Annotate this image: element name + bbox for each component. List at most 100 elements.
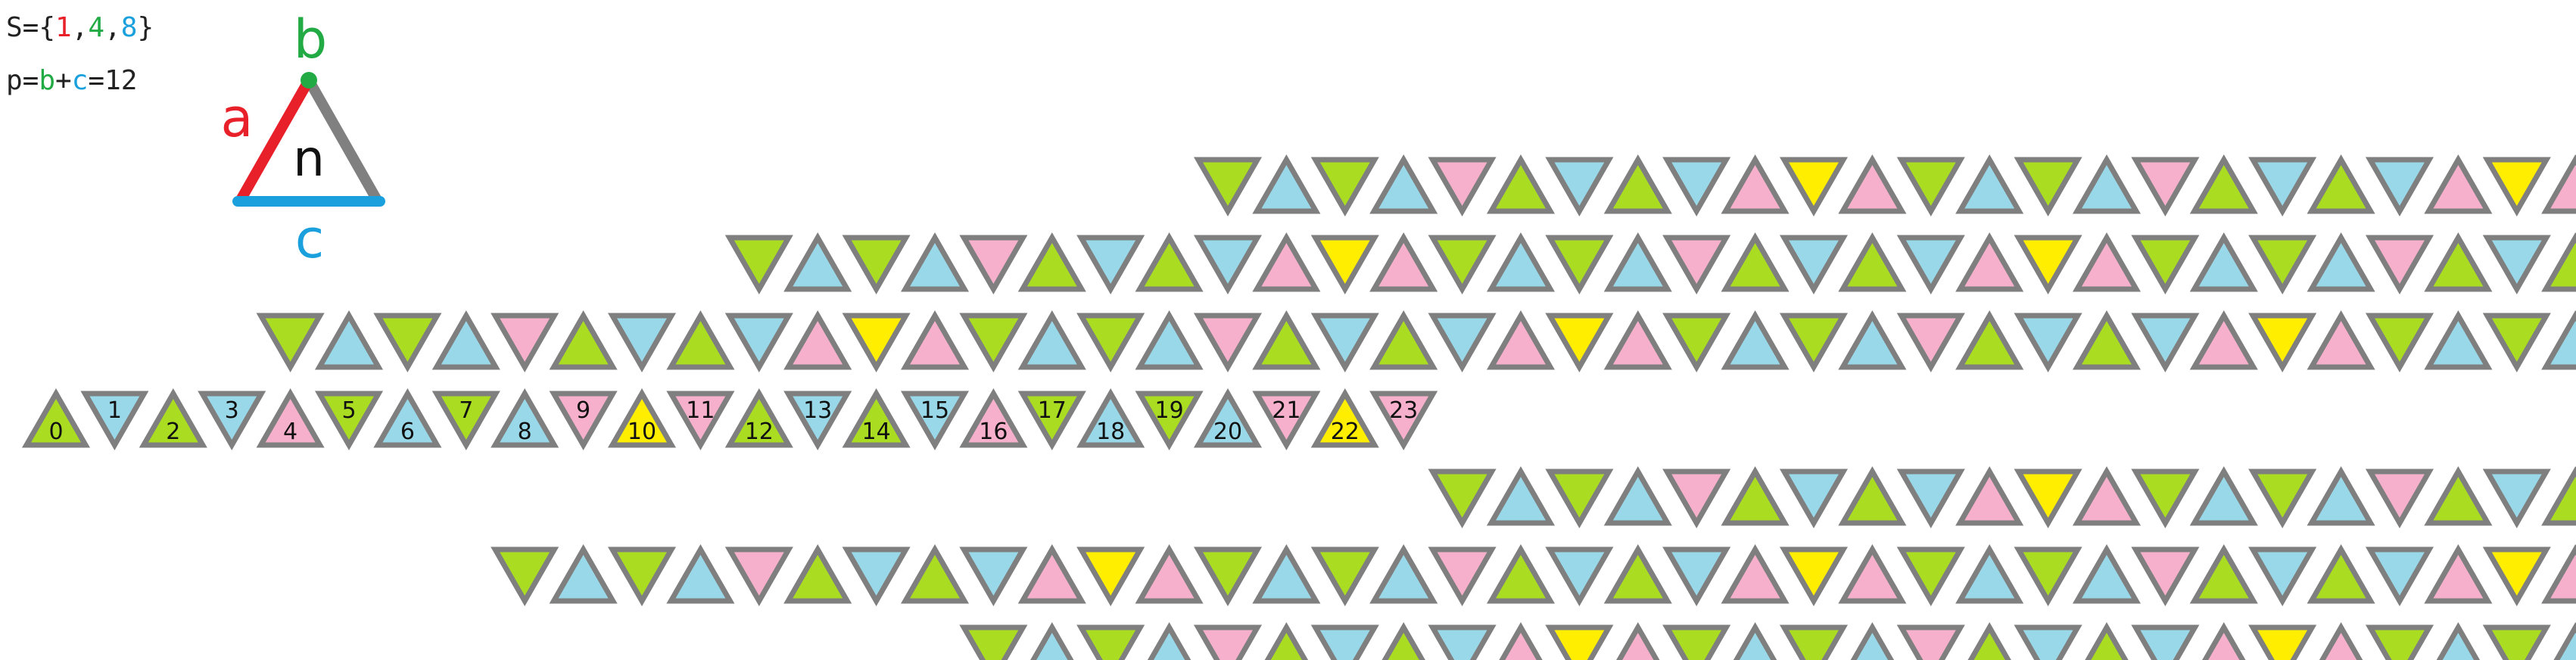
row-4-triangle	[1076, 546, 1145, 607]
numbered-triangle-15	[900, 391, 970, 451]
row-2-triangle	[607, 313, 677, 373]
numbered-triangle-2	[139, 388, 207, 448]
row-5-triangle	[1428, 624, 1497, 660]
row-2-triangle	[724, 313, 793, 373]
row-3-triangle	[1721, 465, 1789, 526]
numbered-triangle-7	[431, 391, 500, 451]
numbered-triangle-13	[783, 391, 852, 451]
row-5-triangle	[1662, 624, 1731, 660]
triangle-number: 6	[400, 419, 415, 445]
triangle-number: 23	[1389, 397, 1418, 424]
row-2-triangle	[1076, 313, 1145, 373]
row-0-triangle	[2248, 157, 2317, 217]
row-2-triangle	[1017, 310, 1086, 370]
row-4-triangle	[842, 546, 911, 607]
triangle-number: 15	[920, 397, 949, 424]
row-4-triangle	[1955, 543, 2024, 604]
row-1-triangle	[2482, 235, 2551, 295]
row-5-triangle	[959, 624, 1028, 660]
row-2-triangle	[900, 310, 970, 370]
triangle-number: 21	[1272, 397, 1300, 424]
row-0-triangle	[2424, 154, 2493, 214]
row-1-triangle	[2541, 232, 2576, 292]
row-2-triangle	[842, 313, 911, 373]
triangle-number: 4	[283, 419, 297, 445]
row-1-triangle	[1076, 235, 1145, 295]
row-2-triangle	[1369, 310, 1438, 370]
row-4-triangle	[1017, 543, 1086, 604]
row-2-triangle	[1135, 310, 1204, 370]
row-3-triangle	[1545, 469, 1614, 529]
row-1-triangle	[1662, 235, 1731, 295]
row-1-triangle	[1603, 232, 1672, 292]
row-1-triangle	[1428, 235, 1497, 295]
row-0-triangle	[2189, 154, 2258, 214]
row-1-triangle	[1721, 232, 1789, 292]
row-4-triangle	[1545, 546, 1614, 607]
numbered-triangle-19	[1135, 391, 1204, 451]
row-0-triangle	[1662, 157, 1731, 217]
row-4-triangle	[2072, 543, 2141, 604]
row-2-triangle	[1545, 313, 1614, 373]
row-5-triangle	[2553, 621, 2576, 660]
row-3-triangle	[1896, 469, 1965, 529]
row-1-triangle	[1017, 232, 1086, 292]
numbered-triangle-10	[607, 388, 677, 448]
numbered-triangle-11	[666, 391, 735, 451]
row-1-triangle	[842, 235, 911, 295]
row-3-triangle	[2014, 469, 2082, 529]
triangle-number: 17	[1038, 397, 1067, 424]
numbered-triangle-0	[21, 388, 91, 448]
row-5-triangle	[2365, 624, 2434, 660]
row-4-triangle	[1252, 543, 1321, 604]
row-0-triangle	[2072, 154, 2141, 214]
row-5-triangle	[2436, 621, 2481, 660]
triangle-number: 9	[576, 397, 590, 424]
row-4-triangle	[959, 546, 1028, 607]
row-4-triangle	[2424, 543, 2493, 604]
row-1-triangle	[2307, 232, 2375, 292]
row-2-triangle	[1838, 310, 1907, 370]
legend-side-right	[304, 75, 383, 207]
row-2-triangle	[2307, 310, 2375, 370]
numbered-triangle-21	[1252, 391, 1321, 451]
row-1-triangle	[1896, 235, 1965, 295]
row-4-triangle	[1369, 543, 1438, 604]
row-0-triangle	[2131, 157, 2200, 217]
row-5-triangle	[1310, 624, 1379, 660]
row-4-triangle	[724, 546, 793, 607]
row-0-triangle	[1428, 157, 1497, 217]
row-4-triangle	[1779, 546, 1849, 607]
row-0-triangle	[1310, 157, 1379, 217]
row-3-triangle	[2131, 469, 2200, 529]
row-4-triangle	[1721, 543, 1789, 604]
row-0-triangle	[1838, 154, 1907, 214]
row-2-triangle	[2131, 313, 2200, 373]
triangle-number: 18	[1096, 419, 1125, 445]
numbered-triangle-5	[314, 391, 384, 451]
numbered-triangle-17	[1017, 391, 1086, 451]
row-2-triangle	[373, 313, 442, 373]
legend-side-a	[235, 75, 314, 205]
row-5-triangle	[1779, 624, 1849, 660]
row-2-triangle	[2482, 313, 2551, 373]
row-1-triangle	[1955, 232, 2024, 292]
numbered-triangle-23	[1369, 391, 1438, 451]
triangle-number: 13	[803, 397, 832, 424]
row-4-triangle	[2014, 546, 2082, 607]
row-1-triangle	[1779, 235, 1849, 295]
numbered-triangle-22	[1310, 388, 1379, 448]
triangle-number: 3	[225, 397, 239, 424]
row-2-triangle	[2014, 313, 2082, 373]
legend-label-c: c	[295, 208, 325, 270]
numbered-triangle-1	[80, 391, 149, 451]
row-3-triangle	[1955, 465, 2024, 526]
row-1-triangle	[1369, 232, 1438, 292]
row-5-triangle	[1967, 621, 2011, 660]
legend-label-b: b	[294, 8, 327, 70]
numbered-triangle-6	[373, 388, 442, 448]
row-5-triangle	[1616, 621, 1660, 660]
row-5-triangle	[2248, 624, 2317, 660]
numbered-triangle-3	[198, 391, 266, 451]
